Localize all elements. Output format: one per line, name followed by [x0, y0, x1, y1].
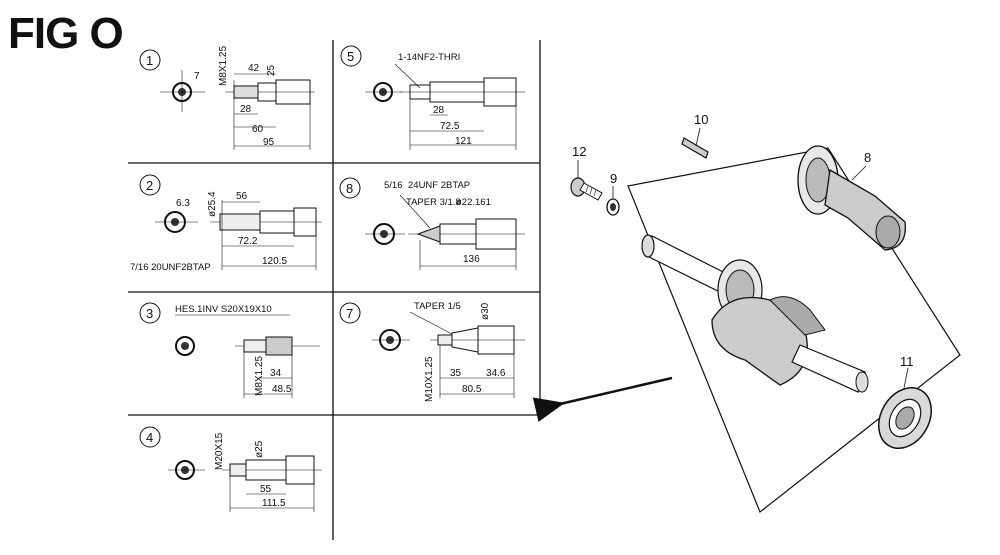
dim-label: 35 [450, 368, 462, 379]
panel-3: 3 HES.1INV S20X19X10 M8X1.25 34 48.5 [139, 302, 320, 398]
dim-label: 7 [194, 71, 200, 82]
panel-1: 1 7 42 M8X1.25 [139, 46, 315, 150]
dim-label: 42 [248, 63, 260, 74]
dim-label: 95 [263, 137, 275, 148]
shaft-side-view [210, 200, 322, 270]
taper-spec-label: TAPER 3/1.8 [406, 197, 461, 208]
figure-title: FIG O [8, 9, 124, 58]
taper-spec-label: TAPER 1/5 [414, 301, 461, 312]
dim-label: 121 [455, 136, 472, 147]
shaft-end-view [175, 336, 195, 356]
panel-number: 8 [346, 181, 353, 196]
dim-label: M20X15 [214, 432, 225, 470]
panel-8: 8 5/16 24UNF 2BTAP TAPER 3/1.8 ø22.161 1… [339, 177, 525, 270]
dim-label: 111.5 [262, 498, 286, 509]
panel-number: 7 [346, 306, 353, 321]
dim-label: 6.3 [176, 198, 190, 209]
panel-grid [128, 40, 541, 540]
shaft-side-view [409, 311, 525, 398]
dim-label: 34 [270, 368, 282, 379]
dim-label: 80.5 [462, 384, 482, 395]
dim-label: 136 [463, 254, 480, 265]
panel-number: 4 [146, 430, 153, 445]
dim-label: 25 [266, 64, 277, 76]
shaft-side-view [225, 73, 315, 150]
shaft-end-view [160, 70, 205, 112]
shaft-side-view [399, 194, 525, 270]
dim-label: 34.6 [486, 368, 506, 379]
panel-5: 5 1-14NF2-THRI 28 72.5 121 [340, 45, 525, 150]
shaft-side-view [235, 336, 320, 398]
washer [606, 198, 620, 216]
panel-4: 4 M20X15 ø25 55 111.5 [139, 426, 322, 512]
shaft-side-view [394, 63, 525, 150]
callout-key: 10 [694, 112, 708, 127]
callout-washer: 9 [610, 171, 617, 186]
shaft-end-view [365, 223, 405, 245]
thread-spec-label: 1-14NF2-THRI [398, 52, 460, 63]
dim-label: M10X1.25 [424, 356, 435, 402]
panel-7: 7 TAPER 1/5 ø30 35 34.6 80.5 [339, 301, 525, 402]
key [681, 137, 709, 159]
dim-label: M8X1.25 [254, 356, 265, 396]
crankshaft-assembly [532, 127, 961, 513]
pointer-arrow [532, 376, 673, 422]
dim-label: ø22.161 [456, 197, 491, 208]
panel-2: 2 6.3 ø25.4 56 72.2 120.5 7/ [130, 174, 322, 273]
balancer-shaft [797, 145, 906, 251]
dim-label: M8X1.25 [218, 46, 229, 86]
dim-label: 60 [252, 124, 264, 135]
spline-spec-label: HES.1INV S20X19X10 [175, 304, 272, 315]
assembly-frame [627, 147, 961, 513]
thread-spec-label: 24UNF 2BTAP [408, 180, 470, 191]
dim-label: 28 [433, 105, 445, 116]
crankshaft [641, 234, 869, 393]
shaft-end-view [155, 211, 198, 233]
shaft-end-view [365, 82, 402, 102]
dim-label: 55 [260, 484, 272, 495]
shaft-end-view [372, 329, 410, 351]
callout-balancer: 8 [864, 150, 871, 165]
callout-bolt: 12 [572, 144, 586, 159]
dim-label: 28 [240, 104, 252, 115]
dim-label: 48.5 [272, 384, 292, 395]
dim-label: 72.5 [440, 121, 460, 132]
shaft-end-view [168, 460, 205, 480]
dim-label: ø25.4 [207, 191, 218, 217]
dim-label: 56 [236, 191, 248, 202]
shaft-side-view [222, 455, 322, 512]
dim-label: 72.2 [238, 236, 258, 247]
bearing [878, 387, 932, 449]
bolt [570, 177, 603, 201]
callout-bearing: 11 [900, 354, 914, 369]
panel-number: 1 [146, 53, 153, 68]
dim-label: ø30 [480, 302, 491, 320]
panel-number: 2 [146, 178, 153, 193]
thread-spec-label: 7/16 20UNF2BTAP [130, 262, 211, 273]
dim-label: ø25 [254, 440, 265, 458]
thread-spec-label: 5/16 [384, 180, 403, 191]
panel-number: 3 [146, 306, 153, 321]
panel-number: 5 [347, 49, 354, 64]
dim-label: 120.5 [262, 256, 287, 267]
